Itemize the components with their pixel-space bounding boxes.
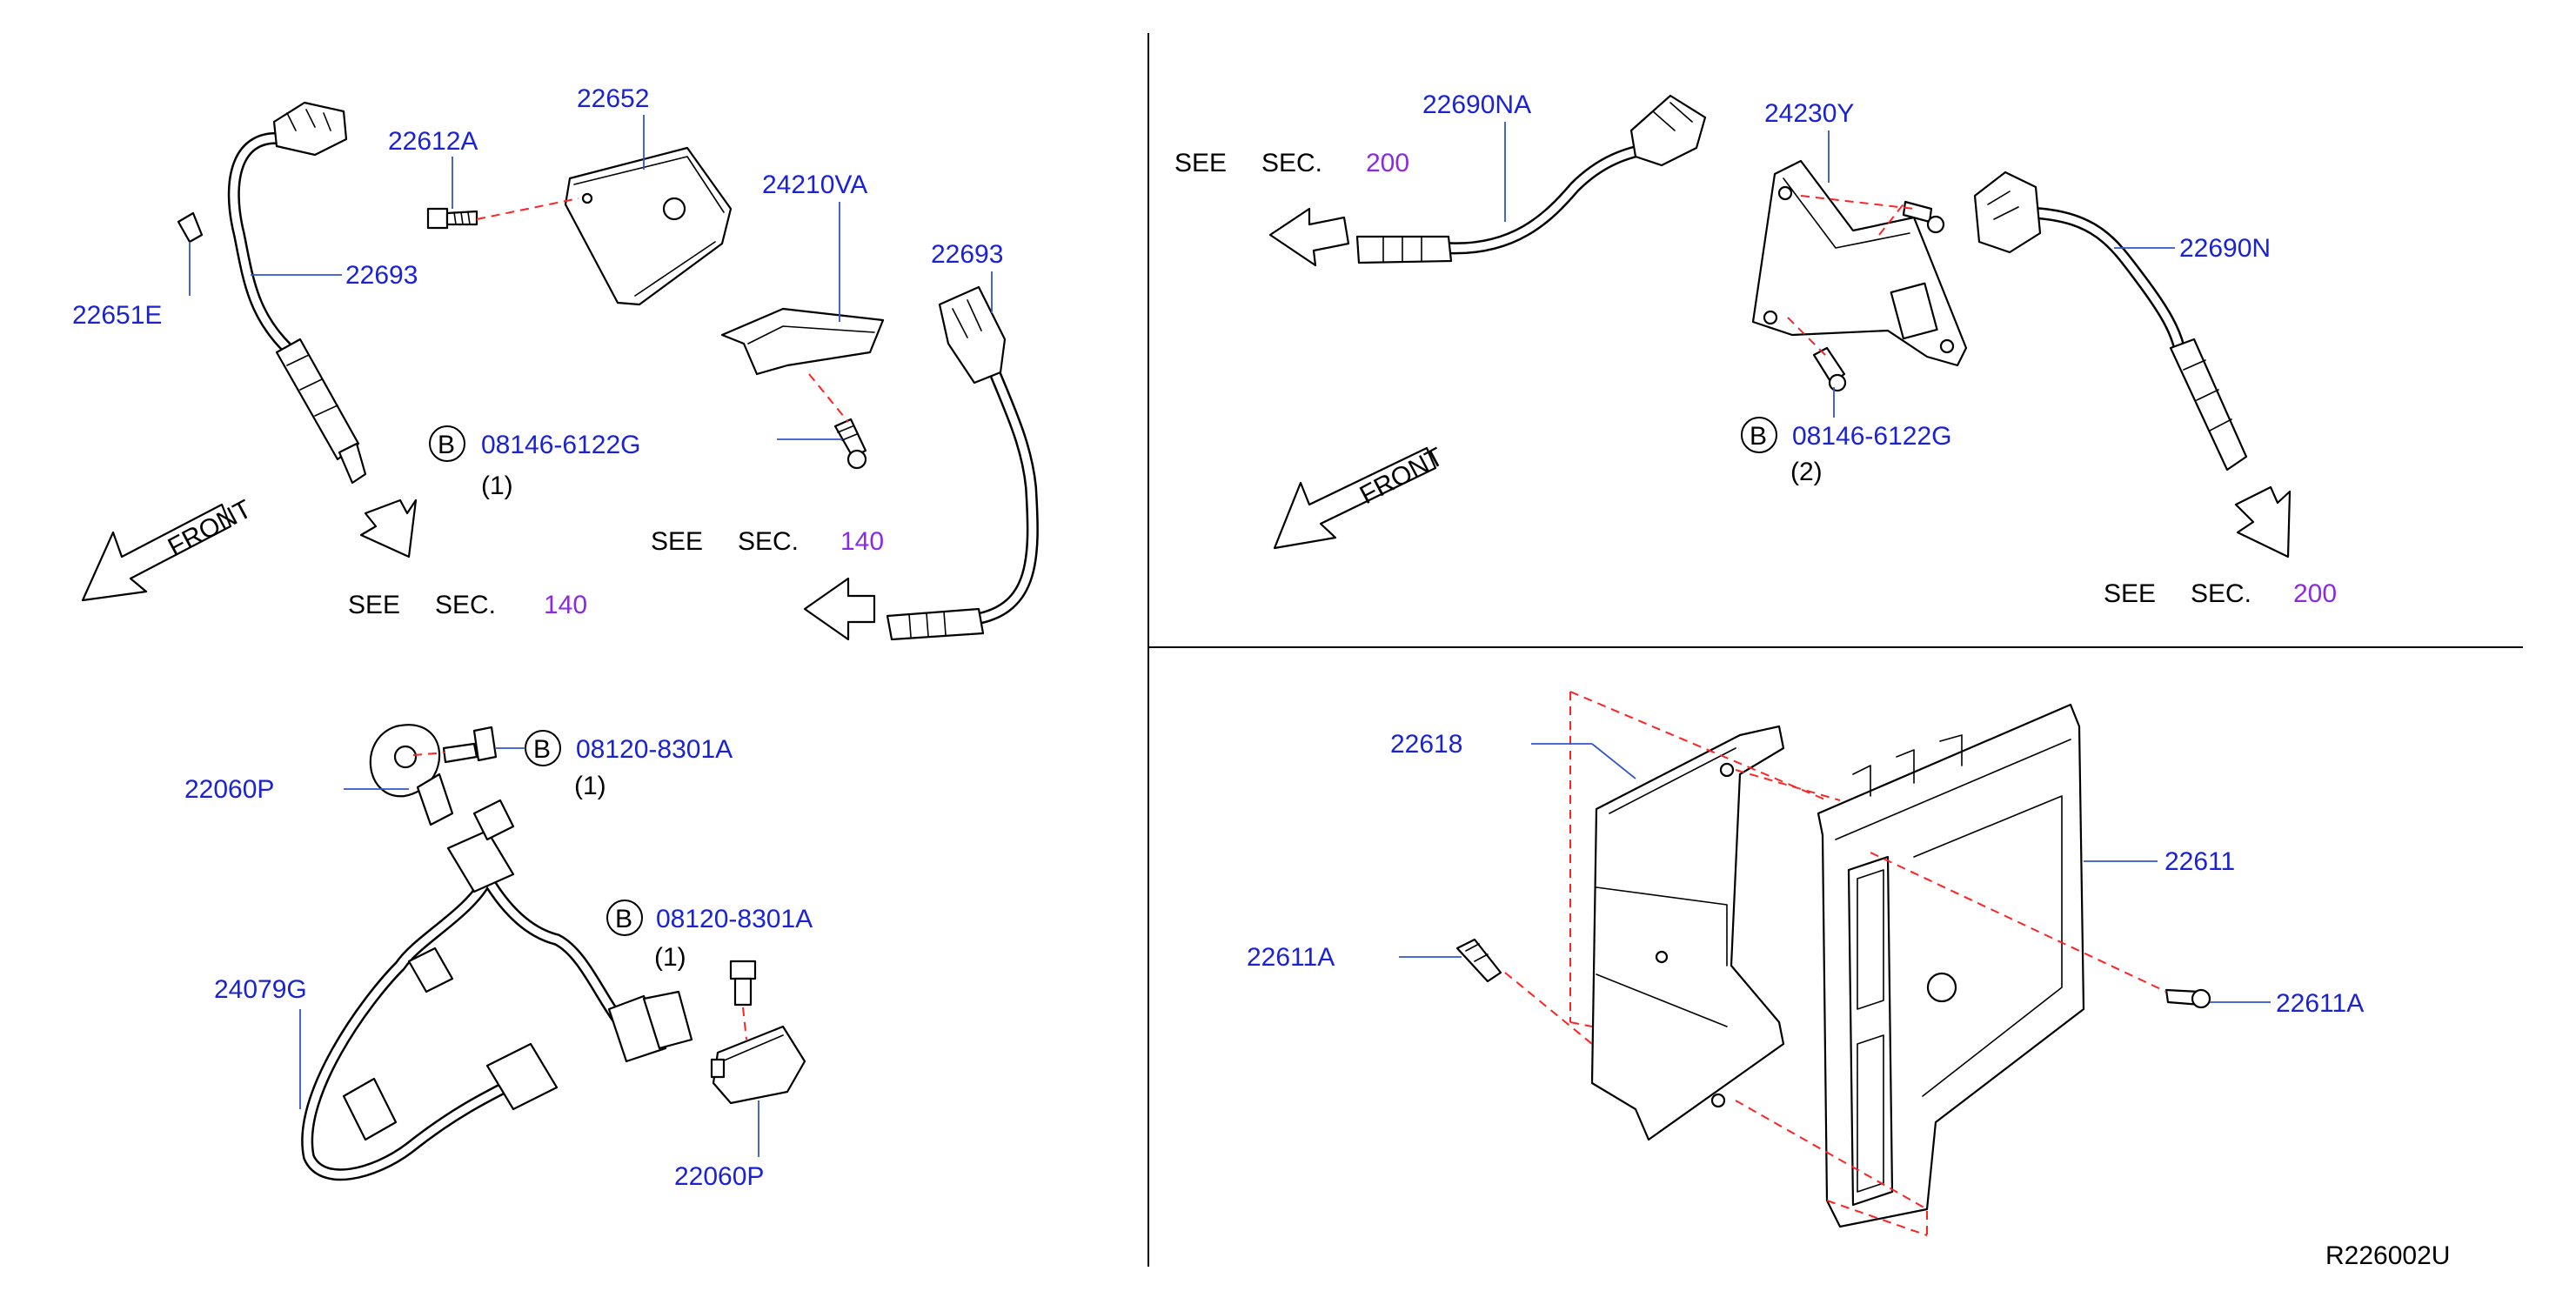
- part-label-22060P-lower[interactable]: 22060P: [674, 1162, 764, 1191]
- bolt-label-08146-6122G-q1[interactable]: 08146-6122G: [481, 431, 641, 459]
- svg-text:SEE: SEE: [651, 527, 703, 556]
- bolt-mark-q1: B: [438, 431, 455, 459]
- front-arrow-q1: FRONT: [81, 495, 257, 602]
- part-label-22611A-left[interactable]: 22611A: [1247, 943, 1335, 972]
- part-label-24079G[interactable]: 24079G: [214, 975, 307, 1004]
- svg-text:140: 140: [840, 527, 884, 556]
- svg-text:SEE: SEE: [348, 591, 400, 619]
- bolt-mark-circle-q3b: [606, 900, 643, 936]
- part-label-22060P-upper[interactable]: 22060P: [184, 775, 274, 804]
- svg-text:140: 140: [544, 591, 587, 619]
- part-label-22693-left[interactable]: 22693: [345, 261, 418, 290]
- see-arrow-left-q1: [803, 577, 876, 641]
- see-sec-140-right[interactable]: SEE SEC. 140: [651, 527, 884, 556]
- part-label-22612A[interactable]: 22612A: [388, 127, 478, 156]
- oxygen-sensor-22693-right[interactable]: [886, 285, 1039, 641]
- screw-22611A-left[interactable]: [1455, 938, 1502, 983]
- knock-sensor-22060P-upper[interactable]: [369, 724, 454, 826]
- part-label-22652[interactable]: 22652: [577, 84, 649, 113]
- bracket-24210VA[interactable]: [720, 307, 885, 376]
- bracket-22618[interactable]: [1590, 725, 1785, 1141]
- part-label-22690NA[interactable]: 22690NA: [1422, 90, 1531, 119]
- see-sec-200-left[interactable]: SEE SEC. 200: [1174, 149, 1409, 177]
- bolt-lower-q2[interactable]: [1812, 346, 1847, 392]
- bolt-qty-q3a: (1): [574, 772, 606, 800]
- svg-text:200: 200: [1366, 149, 1409, 177]
- bolt-mark-q2: B: [1750, 422, 1767, 451]
- part-label-24210VA[interactable]: 24210VA: [762, 171, 867, 199]
- svg-text:SEE: SEE: [1174, 149, 1227, 177]
- see-arrow-left-q2: [1268, 207, 1350, 267]
- front-arrow-q2: FRONT: [1273, 443, 1449, 550]
- ecm-22611[interactable]: [1817, 703, 2085, 1228]
- diagram-code: R226002U: [2325, 1241, 2450, 1270]
- svg-text:SEC.: SEC.: [738, 527, 799, 556]
- bolt-label-08120-8301A-upper[interactable]: 08120-8301A: [576, 735, 733, 764]
- svg-text:200: 200: [2293, 579, 2337, 608]
- bolt-mark-circle-q2: [1741, 417, 1777, 453]
- see-sec-140-lower[interactable]: SEE SEC. 140: [348, 591, 587, 619]
- part-label-22611[interactable]: 22611: [2165, 847, 2235, 876]
- bolt-08120-8301A-lower[interactable]: [729, 960, 757, 1007]
- bolt-qty-q3b: (1): [654, 943, 686, 972]
- bolt-lower-q1[interactable]: [833, 418, 867, 470]
- bolt-label-08146-6122G-q2[interactable]: 08146-6122G: [1792, 422, 1952, 451]
- see-arrow-down-q1: [359, 498, 418, 559]
- see-arrow-down-q2: [2234, 485, 2292, 559]
- bolt-22612A[interactable]: [426, 207, 478, 230]
- svg-text:SEC.: SEC.: [435, 591, 496, 619]
- bolt-upper-q2[interactable]: [1902, 200, 1945, 234]
- bracket-22652[interactable]: [564, 146, 733, 306]
- oxygen-sensor-22693-left[interactable]: [177, 101, 367, 485]
- bolt-qty-q1: (1): [481, 472, 513, 500]
- part-label-22611A-right[interactable]: 22611A: [2276, 989, 2364, 1018]
- part-label-22651E[interactable]: 22651E: [72, 301, 162, 330]
- part-label-22690N[interactable]: 22690N: [2179, 234, 2271, 263]
- screw-22611A-right[interactable]: [2165, 988, 2211, 1009]
- bolt-mark-circle-q1: [429, 425, 465, 462]
- bolt-mark-q3b: B: [615, 905, 632, 933]
- knock-sensor-22060P-lower[interactable]: [710, 1025, 806, 1105]
- bolt-qty-q2: (2): [1790, 458, 1823, 486]
- harness-24079G[interactable]: [301, 799, 693, 1181]
- oxygen-sensor-22690NA[interactable]: [1355, 94, 1707, 264]
- svg-text:SEC.: SEC.: [2191, 579, 2251, 608]
- bolt-label-08120-8301A-lower[interactable]: 08120-8301A: [656, 905, 813, 933]
- oxygen-sensor-22690N[interactable]: [1973, 171, 2248, 472]
- svg-text:SEE: SEE: [2104, 579, 2156, 608]
- see-sec-200-right[interactable]: SEE SEC. 200: [2104, 579, 2337, 608]
- part-label-22618[interactable]: 22618: [1390, 730, 1462, 759]
- part-label-24230Y[interactable]: 24230Y: [1764, 99, 1854, 128]
- svg-text:SEC.: SEC.: [1261, 149, 1322, 177]
- part-label-22693-right[interactable]: 22693: [931, 240, 1003, 269]
- bolt-08120-8301A-upper[interactable]: [442, 726, 498, 764]
- bracket-24230Y[interactable]: [1751, 159, 1968, 367]
- bolt-mark-q3a: B: [533, 735, 551, 764]
